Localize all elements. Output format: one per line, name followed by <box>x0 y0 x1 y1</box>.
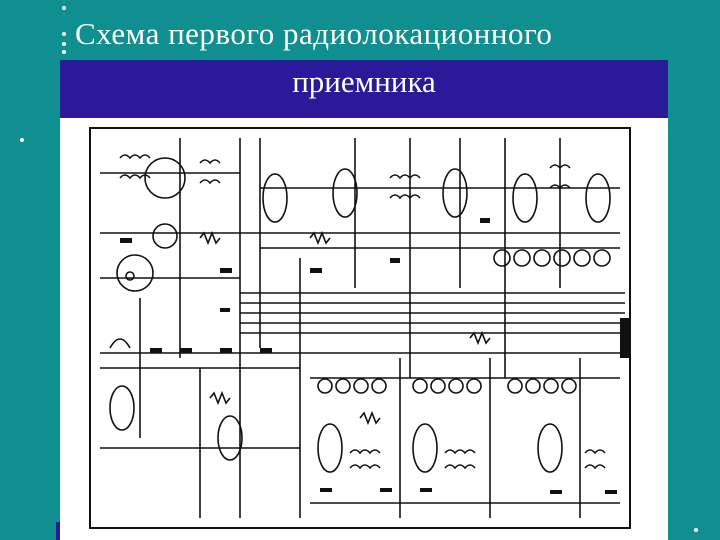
decor-dots <box>60 4 68 54</box>
bullet-bottom-right <box>694 528 698 532</box>
schematic-drawing <box>89 127 631 529</box>
title-band: приемника <box>60 60 668 118</box>
slide-title-line2: приемника <box>292 64 436 99</box>
slide-title-line1: Схема первого радиолокационного <box>75 16 553 51</box>
receiver-schematic <box>60 118 668 540</box>
bullet-left <box>20 138 24 142</box>
